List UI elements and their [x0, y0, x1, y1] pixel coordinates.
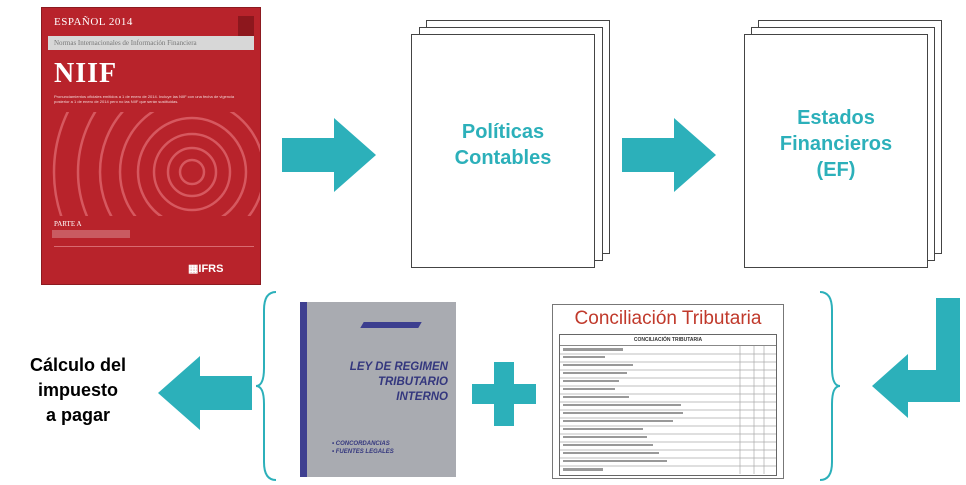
book-dash-mark: [360, 322, 422, 328]
concentric-arcs-graphic: [52, 112, 260, 216]
left-brace: [255, 291, 277, 481]
cover-accent-bar: [238, 16, 254, 38]
book-edition: ESPAÑOL 2014: [54, 16, 133, 28]
ifrs-logo: ▦IFRS: [188, 263, 224, 275]
law-book-notes: • CONCORDANCIAS • FUENTES LEGALES: [332, 441, 394, 455]
book-subtitle: Pronunciamientos oficiales emitidos a 1 …: [54, 94, 235, 104]
corner-arrow-down-left-icon: [872, 298, 960, 418]
conciliacion-table-grid: [560, 346, 776, 474]
conciliacion-tributaria-document: Conciliación Tributaria CONCILIACIÓN TRI…: [552, 304, 784, 479]
book-spine-strip: [300, 302, 307, 477]
politicas-contables-label: Políticas Contables: [454, 121, 552, 169]
conciliacion-table-header: CONCILIACIÓN TRIBUTARIA: [560, 335, 776, 346]
conciliacion-table: CONCILIACIÓN TRIBUTARIA: [559, 334, 777, 476]
conciliacion-title: Conciliación Tributaria: [574, 308, 762, 329]
right-brace: [819, 291, 841, 481]
arrow-right-icon: [622, 118, 716, 192]
calculo-impuesto-label: Cálculo del impuesto a pagar: [29, 355, 127, 425]
cover-rule: [54, 246, 254, 247]
ley-regimen-tributario-book: LEY DE REGIMEN TRIBUTARIO INTERNO • CONC…: [300, 302, 456, 477]
arrow-left-icon: [158, 356, 252, 430]
arrow-right-icon: [282, 118, 376, 192]
niif-book-cover: ESPAÑOL 2014 Normas Internacionales de I…: [42, 8, 260, 284]
law-book-title: LEY DE REGIMEN TRIBUTARIO INTERNO: [349, 361, 448, 403]
book-band: Normas Internacionales de Información Fi…: [48, 36, 254, 50]
plus-icon: [472, 362, 536, 426]
book-title: NIIF: [54, 58, 118, 89]
estados-financieros-document: Estados Financieros (EF): [744, 34, 928, 268]
politicas-contables-document: Políticas Contables: [411, 34, 595, 268]
part-tag: [52, 230, 130, 238]
estados-financieros-label: Estados Financieros (EF): [779, 107, 893, 181]
book-part: PARTE A: [54, 220, 82, 228]
